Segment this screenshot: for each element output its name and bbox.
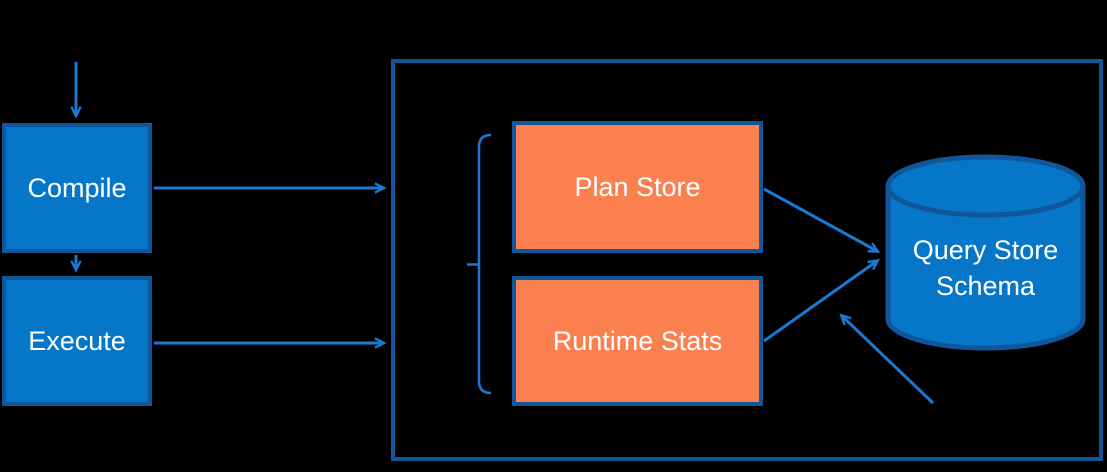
- compile-label: Compile: [27, 172, 127, 203]
- compile-node: Compile: [2, 123, 152, 253]
- runtime-stats-label: Runtime Stats: [552, 325, 723, 356]
- arrow-runtime-stats-to-schema: [763, 261, 877, 343]
- runtime-stats-node: Runtime Stats: [512, 276, 763, 406]
- execute-node: Execute: [2, 276, 152, 406]
- database-cylinder-icon: [885, 154, 1086, 351]
- query-store-schema-label: Query Store Schema: [912, 235, 1059, 301]
- query-store-container-box: [391, 59, 1103, 461]
- arrow-plan-store-to-schema: [763, 187, 877, 251]
- plan-store-node: Plan Store: [512, 121, 763, 253]
- arrow-external-to-schema: [842, 316, 935, 405]
- plan-store-label: Plan Store: [574, 171, 701, 202]
- execute-label: Execute: [28, 325, 126, 356]
- group-brace: [467, 133, 492, 395]
